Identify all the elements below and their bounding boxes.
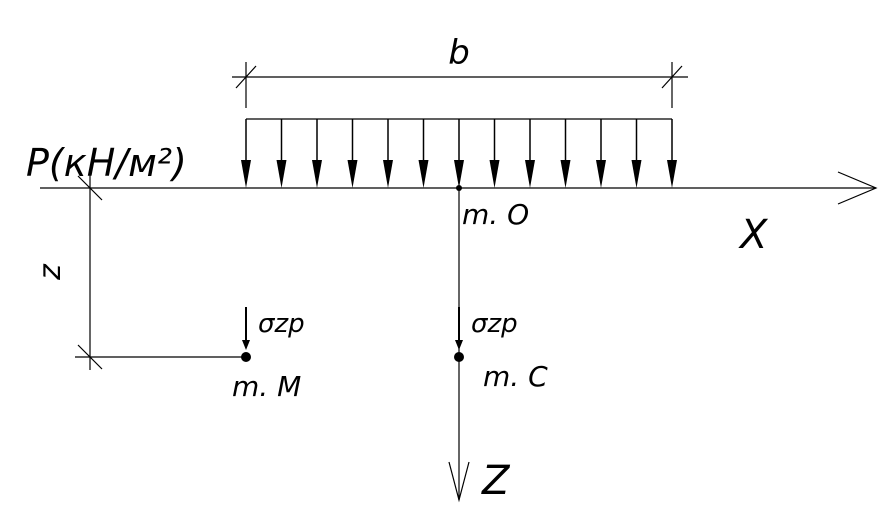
width-dimension: b (232, 33, 688, 108)
load-arrow-head (241, 160, 251, 188)
load-arrow-head (667, 160, 677, 188)
load-arrow-head (383, 160, 393, 188)
load-arrow-head (596, 160, 606, 188)
point-c-marker (454, 352, 464, 362)
point-m-marker (241, 352, 251, 362)
load-arrow-head (418, 160, 429, 188)
x-axis-arrowhead (837, 171, 878, 205)
depth-tick-top (77, 175, 103, 201)
stress-label-c: σzp (471, 309, 518, 339)
stress-arrowhead-c (455, 340, 463, 350)
dimension-tick-right (661, 65, 683, 89)
stress-arrowhead-m (242, 340, 250, 350)
load-arrow-head (347, 160, 358, 188)
dimension-tick-left (235, 65, 257, 89)
load-arrow-head (631, 160, 642, 188)
load-arrow-head (454, 160, 464, 188)
load-arrow-head (560, 160, 571, 188)
distributed-load (241, 118, 677, 188)
depth-tick-bottom (77, 344, 103, 370)
load-arrow-head (489, 160, 500, 188)
point-m-group: σzp m. M (232, 307, 305, 403)
point-c-label: m. C (483, 360, 548, 393)
origin-label: m. O (462, 198, 529, 231)
depth-dimension: z (33, 175, 246, 370)
stress-label-m: σzp (258, 309, 305, 339)
x-axis-label: X (738, 212, 769, 258)
point-c-group: σzp m. C (454, 307, 548, 393)
z-axis-arrowhead (448, 461, 470, 503)
point-m-label: m. M (232, 370, 301, 403)
load-arrow-head (525, 160, 535, 188)
width-label: b (448, 33, 470, 73)
depth-label: z (33, 263, 68, 281)
load-arrow-head (312, 160, 322, 188)
load-intensity-label: P(кН/м²) (26, 141, 187, 185)
load-arrows (241, 119, 677, 188)
z-axis-label: Z (481, 458, 511, 504)
load-arrow-head (276, 160, 287, 188)
